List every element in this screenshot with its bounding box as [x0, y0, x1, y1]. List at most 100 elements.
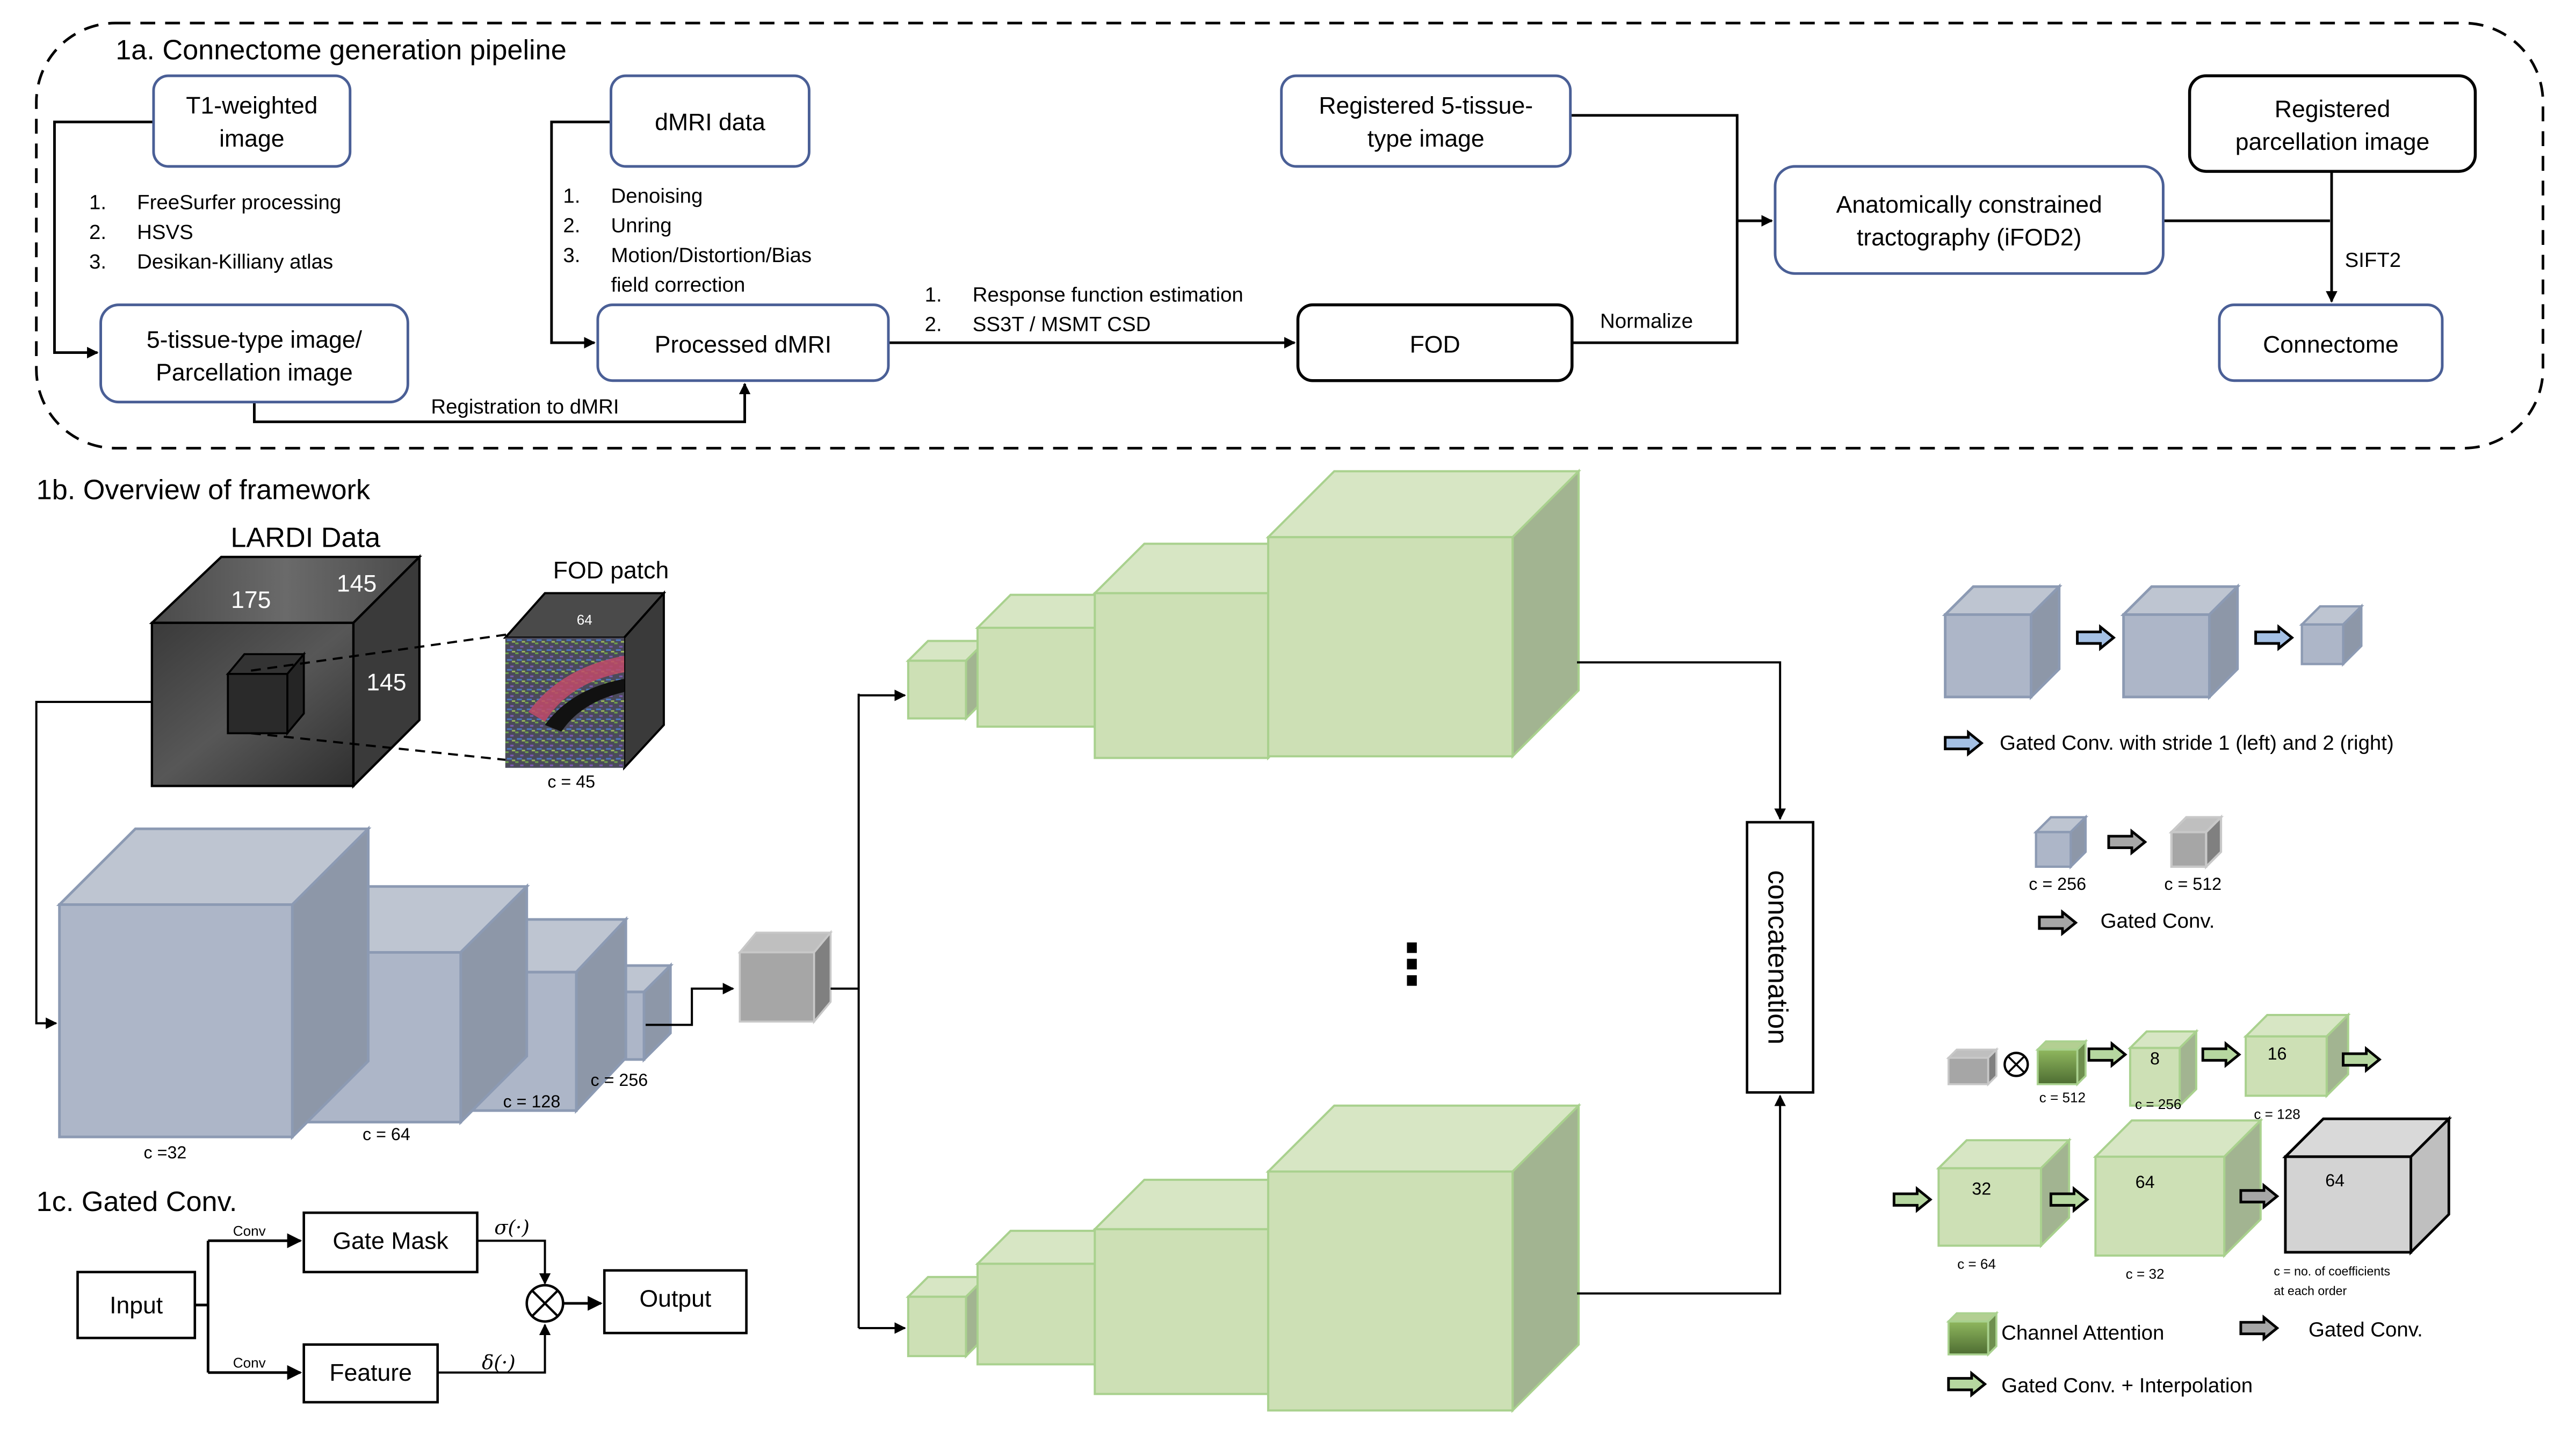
svg-text:T1-weighted: T1-weighted	[186, 93, 317, 119]
decoder-bottom-cube-4	[1265, 1103, 1581, 1413]
sigma-label: σ(·)	[494, 1216, 530, 1239]
legend-arrow-green-3	[2342, 1046, 2382, 1073]
t1-processing-steps: 1. FreeSurfer processing 2. HSVS 3. Desi…	[89, 191, 341, 273]
svg-text:Denoising: Denoising	[611, 184, 703, 207]
fod-patch-ventricle	[545, 679, 625, 732]
encoder-channel-label-0: c =32	[144, 1143, 187, 1162]
legend-arrow-green-5	[2049, 1186, 2089, 1213]
svg-text:SS3T / MSMT CSD: SS3T / MSMT CSD	[973, 313, 1151, 336]
legend-arrow-blue-stride1	[2076, 624, 2116, 651]
gated-conv-output: Output	[603, 1269, 748, 1335]
svg-text:dMRI data: dMRI data	[655, 109, 765, 135]
lardi-subcube	[226, 651, 306, 736]
panel-1c-title: 1c. Gated Conv.	[37, 1186, 237, 1217]
legend-dec-gray	[1946, 1047, 1999, 1087]
svg-text:FOD: FOD	[1410, 332, 1460, 358]
svg-text:64: 64	[577, 612, 592, 628]
svg-text:Feature: Feature	[329, 1360, 412, 1386]
svg-text:Registered 5-tissue-: Registered 5-tissue-	[1319, 93, 1533, 119]
multiply-icon	[525, 1284, 565, 1323]
edge-fod-normalize	[1570, 114, 1739, 344]
legend-multiply-icon	[2003, 1052, 2029, 1077]
legend-dec-size-8: 8	[2150, 1049, 2160, 1068]
legend-bottleneck-blue	[2033, 814, 2089, 870]
legend-gated-conv-label-2: Gated Conv.	[2309, 1318, 2423, 1341]
legend-output-channels-2: at each order	[2274, 1284, 2347, 1298]
legend-stride-cube-3	[2299, 603, 2364, 667]
svg-text:1.: 1.	[89, 191, 106, 214]
legend-dec-cube-32	[1936, 1137, 2072, 1249]
edge-gate-to-mult	[477, 1239, 551, 1285]
dmri-processing-steps: 1. Denoising 2. Unring 3. Motion/Distort…	[563, 184, 812, 296]
fod-patch-title: FOD patch	[553, 557, 669, 584]
gated-conv-feature: Feature	[302, 1343, 439, 1404]
legend-output-cube	[2282, 1115, 2452, 1256]
decoder-top-cube-4	[1265, 468, 1581, 759]
svg-text:1.: 1.	[925, 284, 942, 307]
legend-dec-size-32: 32	[1972, 1179, 1991, 1198]
panel-1b-title: 1b. Overview of framework	[37, 475, 371, 506]
svg-text:parcellation image: parcellation image	[2235, 129, 2430, 155]
legend-gated-conv-label: Gated Conv.	[2101, 909, 2215, 932]
encoder-cubes	[56, 825, 674, 1140]
node-connectome: Connectome	[2218, 303, 2444, 382]
lardi-dim-145-side: 145	[366, 670, 406, 696]
encoder-channel-label-3: c = 256	[591, 1070, 648, 1090]
legend-arrow-green-key	[1947, 1371, 1987, 1398]
legend-bottleneck-gray	[2168, 814, 2224, 870]
sift2-label: SIFT2	[2345, 249, 2401, 272]
edge-lardi-to-encoder	[35, 701, 152, 1030]
edge-bottom-to-concat	[1577, 1094, 1786, 1295]
legend-arrow-gray-output	[2239, 1183, 2280, 1210]
svg-text:Unring: Unring	[611, 214, 672, 237]
edge-5tt-registration	[252, 382, 751, 423]
fod-patch-band	[528, 656, 625, 722]
node-dmri-data: dMRI data	[610, 74, 811, 168]
bottleneck-cube	[737, 930, 833, 1025]
legend-dec-c512: c = 512	[2039, 1090, 2086, 1106]
legend-channel-attention-cube	[2035, 1039, 2088, 1087]
decoder-bottom-cube-2	[975, 1228, 1131, 1367]
svg-text:3.: 3.	[89, 250, 106, 273]
delta-label: δ(·)	[482, 1351, 516, 1374]
decoder-branch-bottom	[906, 1103, 1581, 1413]
svg-text:Registered: Registered	[2275, 96, 2390, 122]
legend-arrow-gray-bottleneck	[2107, 828, 2147, 856]
registration-label: Registration to dMRI	[431, 395, 619, 418]
svg-text:tractography (iFOD2): tractography (iFOD2)	[1857, 224, 2081, 251]
gated-conv-gate-mask: Gate Mask	[302, 1211, 479, 1273]
svg-text:type image: type image	[1367, 126, 1485, 152]
svg-text:Processed dMRI: Processed dMRI	[655, 332, 831, 358]
svg-text:5-tissue-type image/: 5-tissue-type image/	[147, 327, 363, 353]
legend-cubes	[1936, 583, 2452, 1357]
node-processed-dmri: Processed dMRI	[596, 303, 890, 382]
edge-feature-to-mult	[437, 1323, 551, 1374]
legend-arrow-green-2	[2201, 1041, 2241, 1068]
svg-text:2.: 2.	[925, 313, 942, 336]
encoder-channel-label-2: c = 128	[503, 1092, 561, 1111]
legend-dec-cube-64	[2093, 1118, 2263, 1258]
normalize-label: Normalize	[1600, 310, 1693, 333]
legend-dec-c128: c = 128	[2254, 1106, 2300, 1122]
svg-text:field correction: field correction	[611, 273, 746, 296]
legend-channel-attention-label: Channel Attention	[2001, 1321, 2164, 1344]
panel-1c: 1c. Gated Conv. Input Gate Mask Feature …	[37, 1186, 748, 1404]
branch-ellipsis: ⋮	[1384, 933, 1440, 996]
decoder-branch-top	[906, 468, 1581, 761]
svg-text:2.: 2.	[89, 221, 106, 244]
svg-text:1.: 1.	[563, 184, 580, 207]
legend-output-size: 64	[2325, 1171, 2345, 1190]
svg-text:Response function estimation: Response function estimation	[973, 284, 1243, 307]
svg-text:3.: 3.	[563, 244, 580, 267]
legend: Gated Conv. with stride 1 (left) and 2 (…	[1892, 583, 2452, 1398]
panel-1b: 1b. Overview of framework LARDI Data 175…	[35, 468, 1814, 1413]
legend-dec-c32: c = 32	[2126, 1266, 2165, 1282]
edge-t1-to-5tt	[53, 120, 154, 359]
legend-dec-cube-8	[2128, 1028, 2199, 1108]
legend-dec-size-16: 16	[2268, 1044, 2287, 1063]
svg-text:Desikan-Killiany atlas: Desikan-Killiany atlas	[137, 250, 333, 273]
node-registered-parcellation: Registered parcellation image	[2188, 74, 2477, 173]
legend-arrow-green-4	[1892, 1186, 1933, 1213]
svg-text:Motion/Distortion/Bias: Motion/Distortion/Bias	[611, 244, 812, 267]
svg-text:Output: Output	[640, 1286, 712, 1312]
